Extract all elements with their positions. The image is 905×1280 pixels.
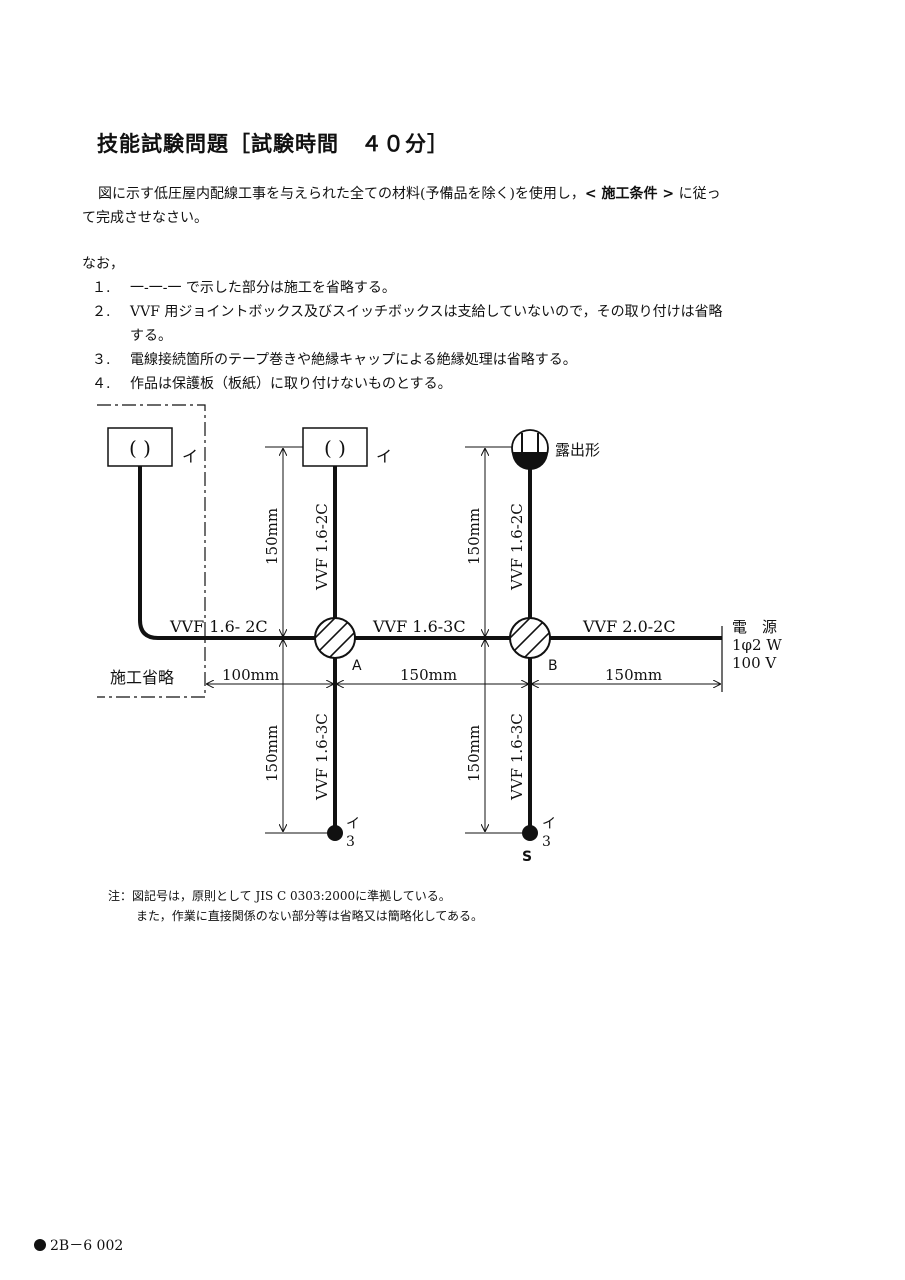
junction-box-b [509, 617, 551, 659]
dim-100-label: 100mm [222, 666, 279, 684]
note-number: ４. [92, 376, 111, 392]
dim-down-b [465, 640, 522, 834]
cable-left-label: VVF 1.6- 2C [169, 617, 268, 636]
intro-line2: て完成させなさい。 [82, 210, 208, 226]
junction-b-label: B [548, 658, 558, 674]
fixture-symbol: ( ) [324, 436, 346, 460]
note-number: ２. [92, 304, 111, 320]
cable-left-run [138, 466, 315, 640]
notes-intro: なお， [82, 256, 124, 272]
dim-up-a [265, 446, 315, 639]
construction-conditions-ref: < 施工条件 > [584, 186, 675, 202]
switch-a-symbol [327, 825, 343, 841]
note-item-3: ３. 電線接続箇所のテープ巻きや絶縁キャップによる絶縁処理は省略する。 [92, 348, 822, 372]
dim-up-b-label: 150mm [465, 508, 483, 565]
cable-up-a-label: VVF 1.6-2C [313, 503, 331, 591]
footnote-line1: 注：図記号は，原則として JIS C 0303:2000に準拠している。 [108, 889, 451, 903]
note-number: ３. [92, 352, 111, 368]
fixture-left: ( ) [107, 427, 173, 467]
intro-line1-pre: 図に示す低圧屋内配線工事を与えられた全ての材料(予備品を除く)を使用し， [98, 186, 585, 202]
wiring-diagram: ( ) イ ( ) イ 露出形 A B [97, 404, 782, 865]
note-number: １. [92, 280, 111, 296]
power-phase-label: 1φ2 W [732, 636, 782, 654]
cable-ab-label: VVF 1.6-3C [372, 617, 466, 636]
exposed-outlet-symbol [511, 429, 549, 470]
cable-power-label: VVF 2.0-2C [582, 617, 676, 636]
page-code-text: 2B－6 002 [50, 1238, 124, 1254]
fixture-left-label: イ [182, 447, 198, 466]
dim-up-b [465, 446, 512, 639]
note-item-2: ２. VVF 用ジョイントボックス及びスイッチボックスは支給していないので，その… [92, 300, 822, 324]
note-text: 作品は保護板（板紙）に取り付けないものとする。 [130, 376, 452, 392]
fixture-center-label: イ [376, 447, 392, 466]
omitted-label: 施工省略 [110, 668, 174, 687]
note-text: VVF 用ジョイントボックス及びスイッチボックスは支給していないので，その取り付… [130, 304, 723, 320]
intro-line1-post: に従っ [674, 186, 721, 202]
switch-a-number: 3 [346, 834, 355, 850]
fixture-center: ( ) [302, 427, 368, 467]
bullet-icon [34, 1239, 46, 1251]
note-item-4: ４. 作品は保護板（板紙）に取り付けないものとする。 [92, 372, 822, 396]
note-text-continued: する。 [130, 328, 172, 344]
page-code: 2B－6 002 [34, 1235, 123, 1255]
dim-down-a [265, 640, 327, 834]
notes-list: なお， １. 一‑一‑一 で示した部分は施工を省略する。 ２. VVF 用ジョイ… [82, 252, 822, 396]
switch-b-number: 3 [542, 834, 551, 850]
power-source-label: 電 源 [732, 618, 777, 636]
cable-up-b-label: VVF 1.6-2C [508, 503, 526, 591]
switch-a-label: イ [346, 816, 360, 832]
dim-down-a-label: 150mm [263, 725, 281, 782]
note-text: 一‑一‑一 で示した部分は施工を省略する。 [130, 280, 396, 296]
omitted-area-boundary [97, 404, 206, 698]
dim-up-a-label: 150mm [263, 508, 281, 565]
exposed-label: 露出形 [555, 441, 600, 459]
dim-150-ab-label: 150mm [400, 666, 457, 684]
intro-text: 図に示す低圧屋内配線工事を与えられた全ての材料(予備品を除く)を使用し，< 施工… [82, 182, 822, 230]
cable-down-a-label: VVF 1.6-3C [313, 713, 331, 801]
dim-150-power-label: 150mm [605, 666, 662, 684]
switch-s-label: S [522, 849, 532, 865]
page-title: 技能試験問題［試験時間 ４０分］ [97, 132, 449, 156]
fixture-symbol: ( ) [129, 436, 151, 460]
junction-a-label: A [352, 658, 362, 674]
junction-box-a [314, 617, 356, 659]
note-text: 電線接続箇所のテープ巻きや絶縁キャップによる絶縁処理は省略する。 [130, 352, 577, 368]
note-item-1: １. 一‑一‑一 で示した部分は施工を省略する。 [92, 276, 822, 300]
footnote-line2: また，作業に直接関係のない部分等は省略又は簡略化してある。 [136, 909, 484, 923]
dim-down-b-label: 150mm [465, 725, 483, 782]
footnote: 注：図記号は，原則として JIS C 0303:2000に準拠している。 また，… [108, 886, 483, 926]
switch-b-label: イ [542, 816, 556, 832]
cable-down-b-label: VVF 1.6-3C [508, 713, 526, 801]
power-voltage-label: 100 V [732, 654, 777, 672]
switch-b-symbol [522, 825, 538, 841]
